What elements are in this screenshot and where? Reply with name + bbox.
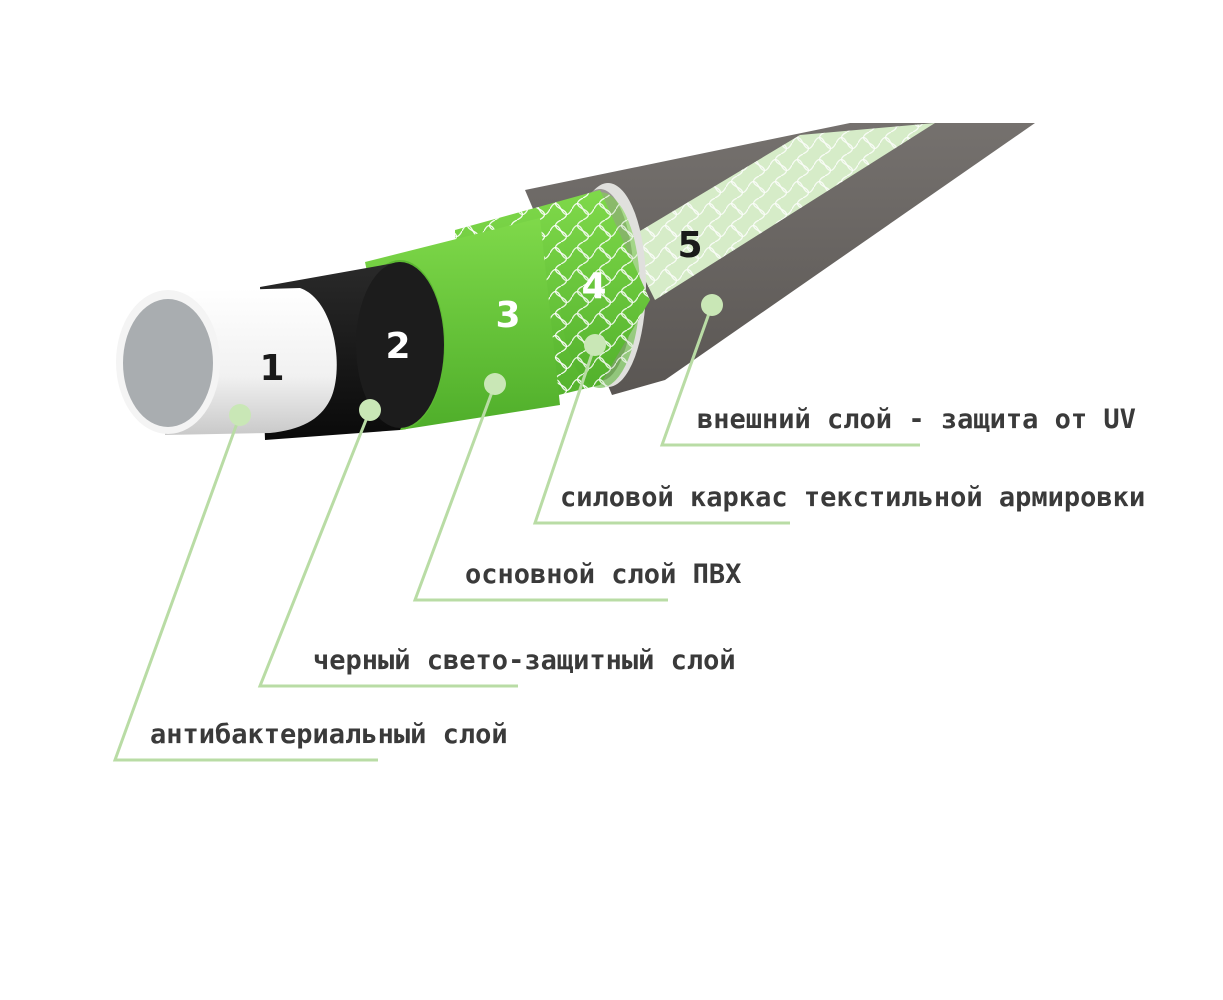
leader-line-5	[659, 304, 920, 447]
label-layer-5: внешний слой - защита от UV	[697, 404, 1136, 435]
layer-number-4: 4	[581, 266, 606, 307]
label-layer-1: антибактериальный слой	[150, 719, 508, 750]
leader-dot-4	[584, 334, 606, 356]
leader-lines	[112, 304, 920, 762]
leader-dot-1	[229, 404, 251, 426]
leader-dots	[229, 294, 723, 426]
layer-number-3: 3	[495, 295, 520, 336]
leader-dot-3	[484, 373, 506, 395]
layer-number-2: 2	[385, 326, 410, 367]
leader-line-1	[112, 414, 378, 762]
layer-number-5: 5	[677, 225, 702, 266]
label-layer-4: силовой каркас текстильной армировки	[560, 482, 1145, 513]
label-layer-3: основной слой ПВХ	[465, 559, 741, 590]
leader-dot-2	[359, 399, 381, 421]
leader-line-2	[257, 409, 518, 688]
layer-1-inner-tube	[116, 288, 337, 435]
leader-line-4	[532, 344, 790, 525]
leader-dot-5	[701, 294, 723, 316]
leader-line-3	[412, 383, 668, 602]
label-layer-2: черный свето-защитный слой	[313, 645, 736, 676]
layer-number-1: 1	[259, 348, 284, 389]
